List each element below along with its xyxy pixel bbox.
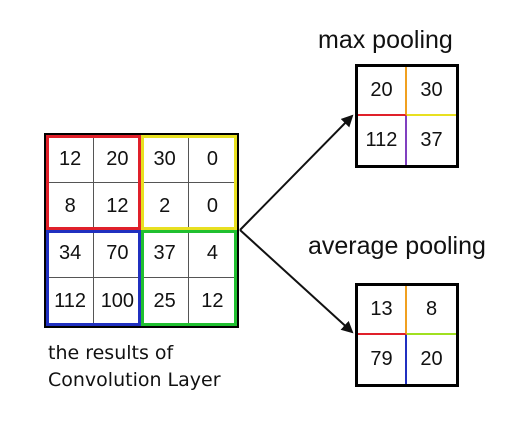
arrow-to-average-pooling bbox=[239, 229, 354, 334]
max-pool-cell: 30 bbox=[407, 67, 456, 116]
arrow-to-max-pooling bbox=[239, 114, 354, 231]
caption-line-2: Convolution Layer bbox=[48, 369, 221, 391]
avg-pool-cell: 20 bbox=[420, 348, 443, 370]
input-cell: 12 bbox=[201, 289, 224, 312]
input-cell: 112 bbox=[47, 277, 95, 325]
input-cell: 25 bbox=[142, 277, 189, 325]
caption: the results of Convolution Layer bbox=[48, 340, 221, 394]
avg-pool-cell: 8 bbox=[407, 286, 456, 335]
max-pool-cell: 37 bbox=[420, 129, 443, 151]
input-cell: 12 bbox=[47, 136, 95, 184]
average-pooling-matrix: 13 8 79 20 bbox=[355, 283, 459, 387]
input-cell: 37 bbox=[141, 230, 189, 278]
avg-pool-cell: 13 bbox=[358, 286, 407, 335]
avg-pool-cell: 79 bbox=[358, 335, 407, 384]
input-cell: 4 bbox=[188, 231, 236, 278]
caption-line-1: the results of bbox=[48, 342, 174, 364]
max-pool-cell: 20 bbox=[358, 67, 407, 116]
input-cell: 0 bbox=[188, 136, 236, 184]
max-pooling-title: max pooling bbox=[318, 26, 453, 54]
input-cell: 34 bbox=[47, 230, 95, 278]
average-pooling-title: average pooling bbox=[308, 232, 486, 260]
input-cell: 30 bbox=[141, 136, 189, 184]
max-pooling-matrix: 20 30 112 37 bbox=[355, 64, 459, 168]
max-pool-cell: 112 bbox=[358, 116, 407, 165]
